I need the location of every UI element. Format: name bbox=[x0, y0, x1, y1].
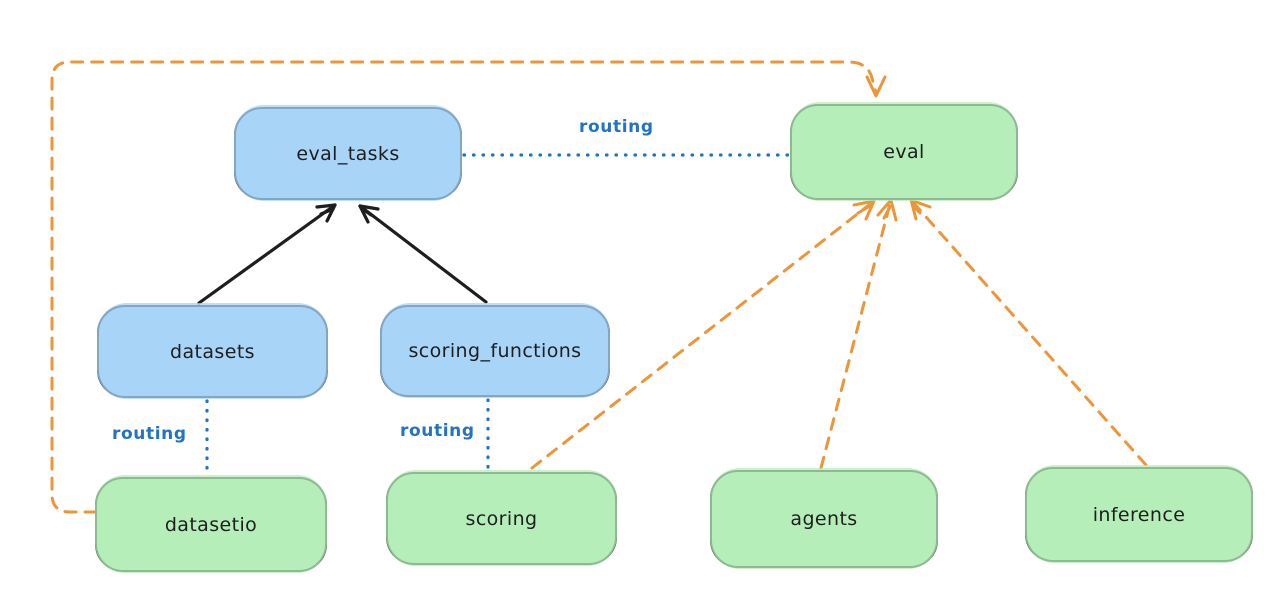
edge-agents-eval-dashed bbox=[819, 198, 898, 470]
node-datasetio-label: datasetio bbox=[164, 513, 258, 536]
node-scoring-functions: scoring_functions bbox=[380, 303, 610, 398]
routing-label-datasets-datasetio: routing bbox=[112, 424, 187, 444]
node-datasets-label: datasets bbox=[170, 340, 255, 363]
node-datasetio: datasetio bbox=[95, 475, 327, 573]
node-datasets: datasets bbox=[97, 303, 328, 399]
node-agents: agents bbox=[710, 468, 938, 569]
node-eval-tasks: eval_tasks bbox=[234, 105, 462, 201]
node-agents-label: agents bbox=[790, 508, 858, 530]
node-eval-tasks-label: eval_tasks bbox=[296, 142, 400, 165]
node-inference: inference bbox=[1025, 465, 1253, 563]
arrowhead-into-eval-top bbox=[865, 75, 887, 98]
node-scoring: scoring bbox=[386, 470, 617, 566]
routing-label-eval-tasks-eval: routing bbox=[579, 117, 654, 137]
edge-datasets-eval-tasks-arrow bbox=[197, 203, 337, 305]
edge-scoring-functions-eval-tasks-arrow bbox=[358, 204, 488, 304]
edge-scoring-eval-dashed bbox=[530, 199, 876, 470]
node-eval: eval bbox=[790, 102, 1018, 201]
node-scoring-functions-label: scoring_functions bbox=[408, 340, 582, 362]
node-eval-label: eval bbox=[883, 141, 925, 163]
node-scoring-label: scoring bbox=[465, 507, 538, 530]
routing-label-scoring-functions-scoring: routing bbox=[400, 421, 475, 441]
edge-datasetio-eval-dashed bbox=[50, 60, 887, 514]
node-inference-label: inference bbox=[1092, 503, 1186, 526]
edge-inference-eval-dashed bbox=[909, 198, 1148, 467]
